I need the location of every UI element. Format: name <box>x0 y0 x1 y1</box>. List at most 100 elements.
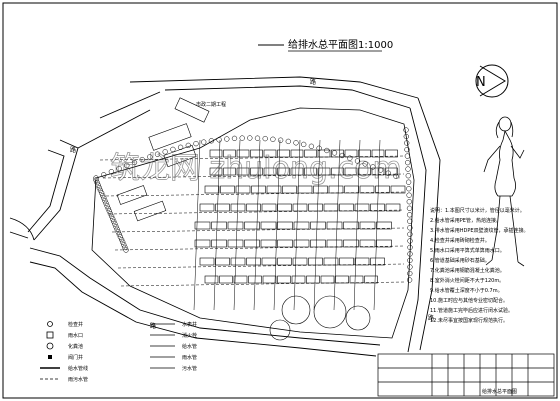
figure-illustration-icon <box>483 116 525 267</box>
building <box>385 203 401 212</box>
pipe-line <box>273 139 281 311</box>
pipe-line <box>105 191 405 197</box>
tree-icon <box>139 156 145 163</box>
tree-icon <box>407 238 413 244</box>
building <box>246 203 261 212</box>
pipe-line <box>193 139 201 311</box>
legend-label: 水表井 <box>182 321 197 328</box>
tree-icon <box>147 154 153 160</box>
building <box>323 203 339 212</box>
building <box>266 185 282 194</box>
legend-label: 雨水管 <box>182 354 197 361</box>
building <box>235 185 251 194</box>
tree-icon <box>354 158 361 164</box>
pipe-line <box>108 209 405 215</box>
tree-icon <box>224 136 230 142</box>
building <box>323 257 339 266</box>
tree-icon <box>117 234 124 240</box>
legend-label: 化粪池 <box>68 343 83 350</box>
building <box>227 239 244 248</box>
building <box>260 239 277 248</box>
tree-icon <box>404 146 410 153</box>
building <box>204 275 219 284</box>
building <box>359 185 375 194</box>
note-line: 10.施工时应与其他专业密切配合。 <box>430 297 508 304</box>
building <box>364 275 378 284</box>
landscape-feature <box>345 305 371 331</box>
road-label-top: 路 <box>310 78 316 86</box>
tree-icon <box>107 211 114 217</box>
building <box>194 221 211 230</box>
tree-icon <box>116 231 122 238</box>
tree-icon <box>393 173 399 179</box>
road-label-right: 路 <box>428 314 434 322</box>
building <box>371 167 385 176</box>
building <box>220 185 235 194</box>
tree-icon <box>123 247 129 253</box>
tree-icon <box>406 186 412 192</box>
building <box>359 221 376 230</box>
building <box>344 185 359 194</box>
building <box>293 239 310 248</box>
tree-icon <box>407 270 413 277</box>
tree-icon <box>404 153 411 159</box>
building <box>293 221 310 230</box>
tree-icon <box>331 150 338 156</box>
building <box>262 275 277 284</box>
tree-icon <box>405 159 411 166</box>
tree-icon <box>116 165 122 172</box>
tree-icon <box>406 212 413 218</box>
pipe-line <box>114 245 405 251</box>
tree-icon <box>406 192 412 198</box>
landscape-feature <box>269 319 291 341</box>
building <box>326 221 343 230</box>
building <box>317 149 331 158</box>
tree-icon <box>403 127 409 133</box>
pipe-line <box>213 139 221 311</box>
tree-icon <box>370 164 376 170</box>
tree-icon <box>108 213 115 219</box>
building <box>349 275 364 284</box>
title-block <box>377 353 555 397</box>
building <box>359 239 376 248</box>
pipe-line <box>117 263 405 269</box>
note-line: 7.化粪池采用钢筋混凝土化粪池。 <box>430 267 505 274</box>
building <box>263 167 277 176</box>
building <box>133 200 167 222</box>
building <box>376 221 392 230</box>
pipe-line <box>233 139 241 311</box>
building <box>209 149 223 158</box>
tree-icon <box>94 179 100 186</box>
building <box>211 239 227 248</box>
legend-symbol-circle-bar-icon <box>46 342 54 350</box>
building <box>236 167 250 176</box>
building <box>199 257 215 266</box>
tree-icon <box>316 145 322 151</box>
tree-icon <box>339 152 345 159</box>
building <box>320 275 335 284</box>
legend-label: 消火栓 <box>182 332 197 339</box>
building <box>371 149 385 158</box>
tree-icon <box>407 264 413 270</box>
pipe-line <box>111 227 405 233</box>
tree-icon <box>301 141 307 148</box>
tree-icon <box>270 136 276 142</box>
building <box>233 275 248 284</box>
building <box>236 149 250 158</box>
building <box>292 203 308 212</box>
pipe-line <box>333 139 341 311</box>
tree-icon <box>170 146 176 153</box>
note-line: 9.给水管覆土深度不小于0.7m。 <box>430 287 503 294</box>
building <box>376 239 392 248</box>
tree-icon <box>193 140 199 147</box>
tree-icon <box>124 162 130 169</box>
pipe-line <box>253 139 261 311</box>
tree-icon <box>293 140 299 146</box>
note-line: 6.管道基础采用砂石基础。 <box>430 257 490 264</box>
building <box>385 167 398 176</box>
note-line: 3.排水管采用HDPE双壁波纹管，承插连接。 <box>430 227 529 234</box>
pipe-line <box>353 139 361 311</box>
tree-icon <box>362 161 368 167</box>
note-line: 说明：1.本图尺寸以米计，管径以毫米计。 <box>430 207 525 214</box>
